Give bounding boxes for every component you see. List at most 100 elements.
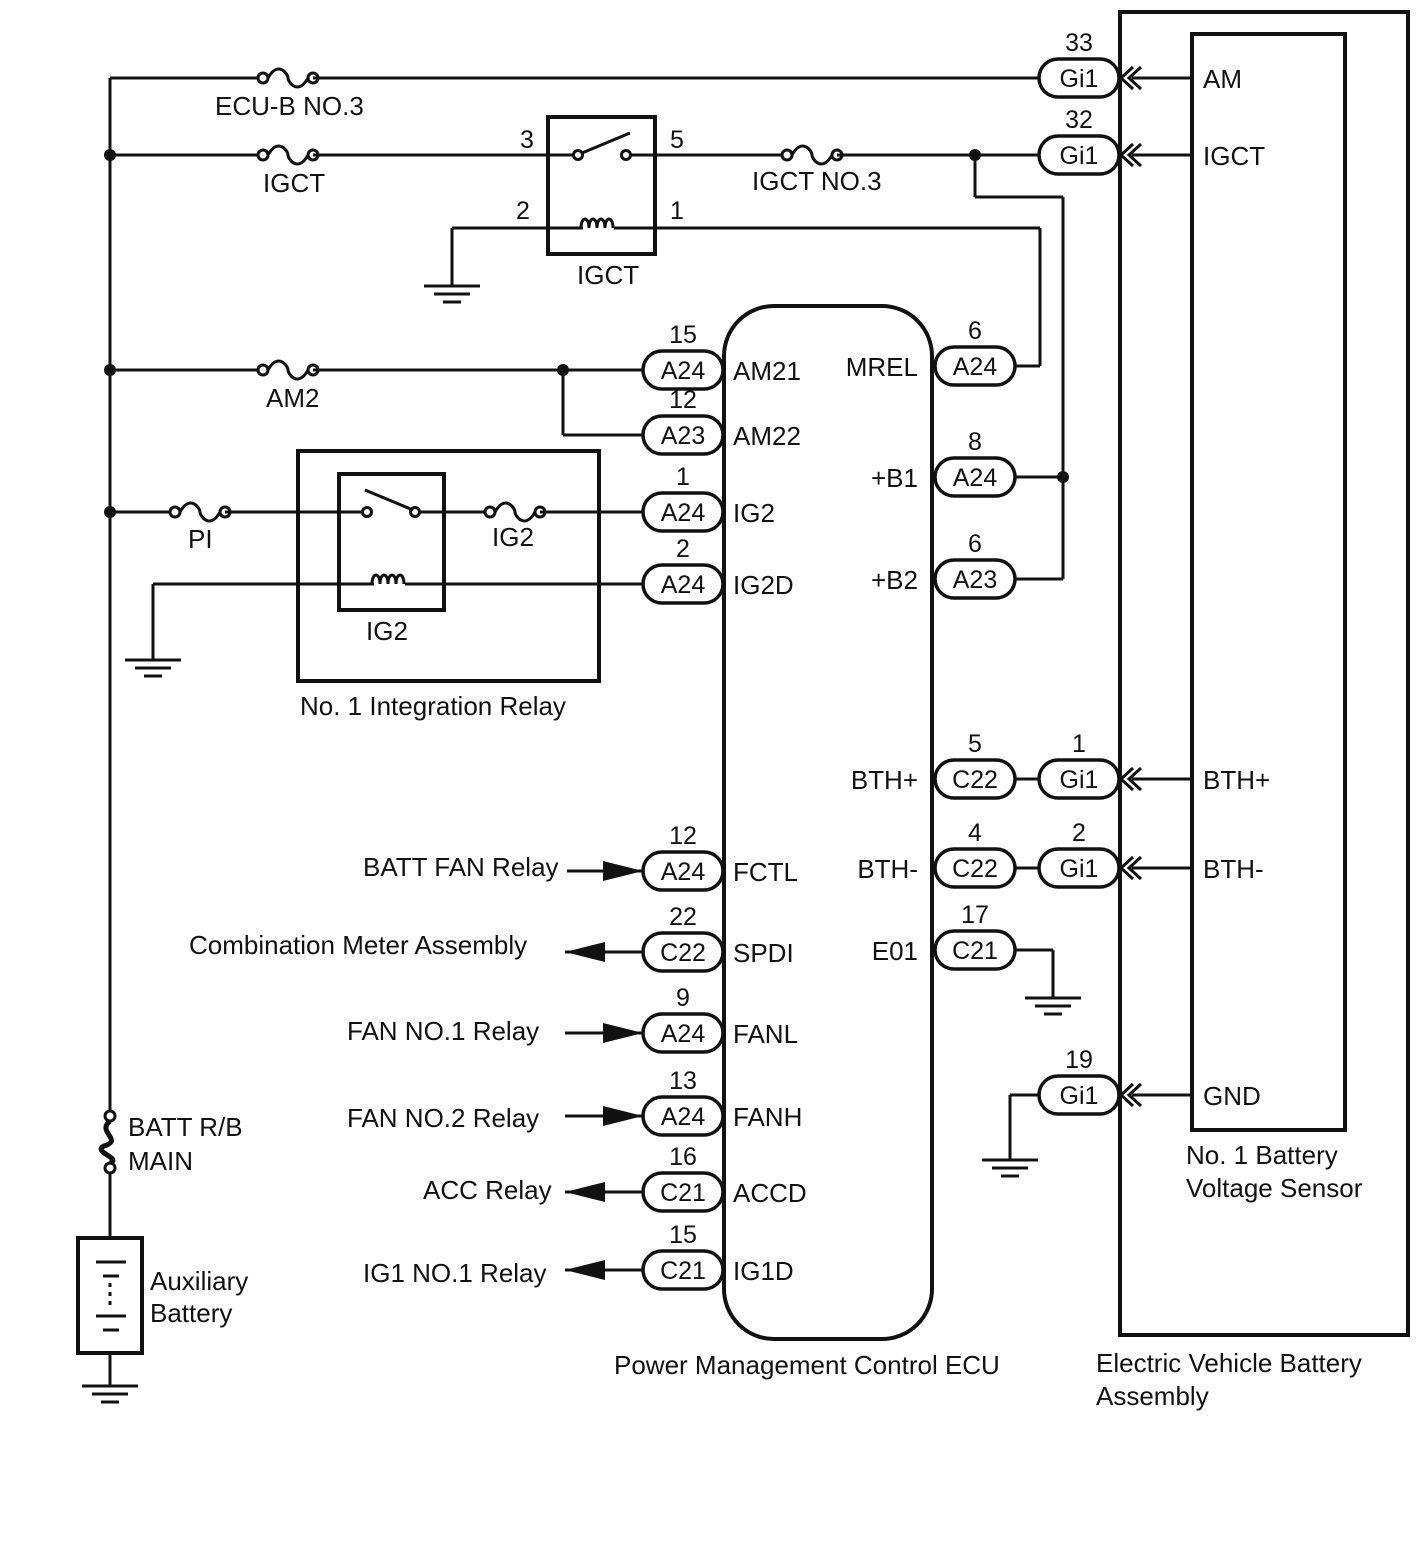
- ecu-terminal-fanl: FANL: [733, 1019, 798, 1049]
- am2-line: AM2: [110, 359, 643, 437]
- ecu-connector-plusminusb2: A23 6 +B2: [871, 530, 1017, 600]
- ecu-connector-plusminusb2-pin-number: 6: [968, 530, 982, 558]
- battery-label-2: Battery: [150, 1298, 232, 1328]
- ecu-connector-plusminusb2-code: A23: [953, 566, 997, 594]
- ecu-connector-e01-code: C21: [952, 937, 998, 965]
- auxiliary-battery: Auxiliary Battery: [76, 1236, 248, 1404]
- ecu-right-pins: A246MRELA248+B1A236+B2C225BTH+C224BTH-C2…: [846, 317, 1017, 971]
- gi1-connector-3-code: Gi1: [1060, 766, 1099, 794]
- fuse-igct3-label: IGCT NO.3: [752, 166, 882, 196]
- ecu-connector-accd-code: C21: [660, 1179, 706, 1207]
- e01-ground: [1015, 948, 1083, 1016]
- ecu-terminal-am21: AM21: [733, 356, 801, 386]
- fan2-relay-label: FAN NO.2 Relay: [347, 1103, 539, 1133]
- igct-relay-label: IGCT: [577, 260, 639, 290]
- sensor-terminal-1: AM: [1203, 64, 1242, 94]
- gnd-ground: [980, 1093, 1040, 1178]
- integration-relay-label: No. 1 Integration Relay: [300, 691, 566, 721]
- assembly-label-1: Electric Vehicle Battery: [1096, 1348, 1362, 1378]
- gi1-connector-4-code: Gi1: [1060, 855, 1099, 883]
- ecu-connector-fanl-code: A24: [661, 1020, 706, 1048]
- batt-main-label-2: MAIN: [128, 1146, 193, 1176]
- ecu-terminal-plusb1: +B1: [871, 463, 918, 493]
- gi1-connector-4-pin-number: 2: [1072, 819, 1086, 847]
- gi1-connector-2-pin-number: 32: [1065, 106, 1093, 134]
- ecu-terminal-bthminus: BTH-: [857, 854, 918, 884]
- main-bus: [104, 78, 116, 1240]
- ecu-connector-ig1d-code: C21: [660, 1257, 706, 1285]
- ecu-connector-spdi-pin-number: 22: [669, 903, 697, 931]
- ecu-connector-bthplusminus-pin-number: 5: [968, 730, 982, 758]
- ecu-connector-ig2-code: A24: [661, 499, 706, 527]
- integration-relay: [296, 449, 601, 683]
- ecu-left-pins: A2415AM21A2312AM22A241IG2A242IG2DA2412FC…: [641, 321, 807, 1291]
- gi1-connector-1-code: Gi1: [1060, 65, 1099, 93]
- combination-meter-label: Combination Meter Assembly: [189, 930, 527, 960]
- assembly-label-2: Assembly: [1096, 1381, 1209, 1411]
- ecu-terminal-plusb2: +B2: [871, 565, 918, 595]
- sensor-terminal-2: IGCT: [1203, 141, 1265, 171]
- batt-fan-relay-label: BATT FAN Relay: [363, 852, 559, 882]
- igct-pin-2: 2: [516, 197, 530, 225]
- igct-pin-3: 3: [520, 126, 534, 154]
- sensor-terminal-3: BTH+: [1203, 765, 1270, 795]
- power-management-ecu: [722, 304, 934, 1341]
- ecu-connector-bthplusminus-code: C22: [952, 766, 998, 794]
- fuse-ig2-label: IG2: [492, 522, 534, 552]
- ecu-connector-am21-pin-number: 15: [669, 321, 697, 349]
- sensor-label-2: Voltage Sensor: [1186, 1173, 1363, 1203]
- integration-inner-label: IG2: [366, 616, 408, 646]
- ecu-terminal-ig1d: IG1D: [733, 1256, 794, 1286]
- ecu-connector-spdi-code: C22: [660, 939, 706, 967]
- ecu-terminal-fanh: FANH: [733, 1102, 802, 1132]
- igct-relay: [546, 115, 657, 256]
- battery-voltage-sensor: [1190, 32, 1347, 1132]
- acc-relay-label: ACC Relay: [423, 1175, 552, 1205]
- ecu-terminal-spdi: SPDI: [733, 938, 794, 968]
- ecu-terminal-ig2d: IG2D: [733, 570, 794, 600]
- ecu-terminal-fctl: FCTL: [733, 857, 798, 887]
- ecu-connector-bthminus-pin-number: 4: [968, 819, 982, 847]
- ecu-connector-ig2d-pin-number: 2: [676, 535, 690, 563]
- ecu-connector-e01-pin-number: 17: [961, 901, 989, 929]
- ecu-connector-accd-pin-number: 16: [669, 1143, 697, 1171]
- ecu-terminal-mrel: MREL: [846, 352, 918, 382]
- ecu-terminal-bthplus: BTH+: [851, 765, 918, 795]
- fuse-am2-label: AM2: [266, 383, 319, 413]
- ecu-connector-bthminus-code: C22: [952, 855, 998, 883]
- fan1-relay-label: FAN NO.1 Relay: [347, 1016, 539, 1046]
- ecu-connector-am22-pin-number: 12: [669, 386, 697, 414]
- ecu-terminal-e01: E01: [872, 936, 918, 966]
- gi1-connector-5-pin-number: 19: [1065, 1046, 1093, 1074]
- gi1-connector-3-pin-number: 1: [1072, 730, 1086, 758]
- ecu-connector-am22-code: A23: [661, 422, 705, 450]
- gi1-connector-1-pin-number: 33: [1065, 29, 1093, 57]
- ecu-connector-fanh-code: A24: [661, 1103, 706, 1131]
- battery-label-1: Auxiliary: [150, 1266, 248, 1296]
- ecu-connector-ig2d-code: A24: [661, 571, 706, 599]
- ecu-terminal-accd: ACCD: [733, 1178, 807, 1208]
- ecu-connector-mrel-pin-number: 6: [968, 317, 982, 345]
- sensor-terminal-5: GND: [1203, 1081, 1261, 1111]
- gi1-connector-2-code: Gi1: [1060, 142, 1099, 170]
- igct-line: IGCT 3 5 IGCT NO.3 2 1 IGCT: [110, 115, 1069, 581]
